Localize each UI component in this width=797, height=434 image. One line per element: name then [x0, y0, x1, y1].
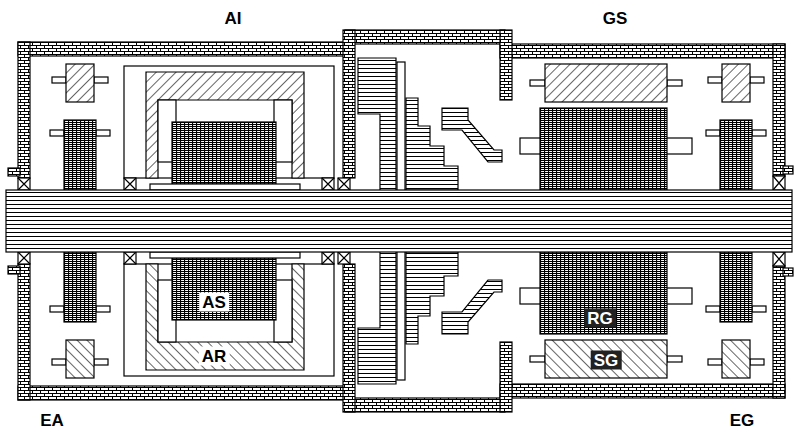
part-label: GS	[600, 9, 631, 28]
part-label: EG	[727, 411, 758, 430]
part-label: SG	[591, 351, 622, 370]
part-label: AI	[222, 9, 245, 28]
part-label: AS	[199, 293, 229, 312]
shaft	[6, 190, 792, 252]
part-label: EA	[37, 411, 67, 430]
part-label: AR	[199, 347, 230, 366]
part-label: RG	[584, 309, 616, 328]
